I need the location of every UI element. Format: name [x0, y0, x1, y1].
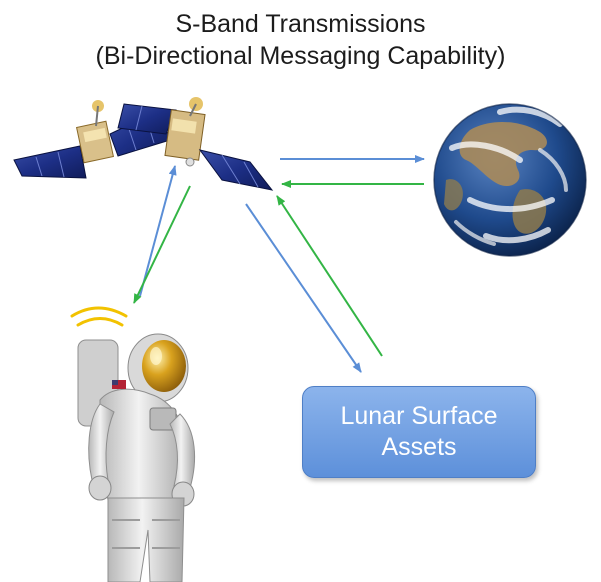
astronaut-icon	[77, 333, 196, 582]
diagram-title-line-2: (Bi-Directional Messaging Capability)	[95, 42, 506, 70]
diagram-title-line-1: S-Band Transmissions	[175, 10, 426, 38]
assets-label-line-2: Assets	[381, 433, 457, 461]
relay-satellites-icon	[13, 97, 274, 191]
assets-label-line-1: Lunar Surface	[340, 402, 498, 430]
lunar-surface-assets-box: Lunar Surface Assets	[302, 386, 536, 478]
earth-globe-icon	[433, 103, 587, 257]
relay-to-assets-arrow	[245, 203, 362, 373]
assets-to-relay-arrow	[276, 195, 383, 357]
signal-waves-icon	[70, 306, 128, 327]
relay-to-astronaut-arrow	[133, 185, 191, 304]
astronaut-to-relay-arrow	[139, 165, 177, 297]
